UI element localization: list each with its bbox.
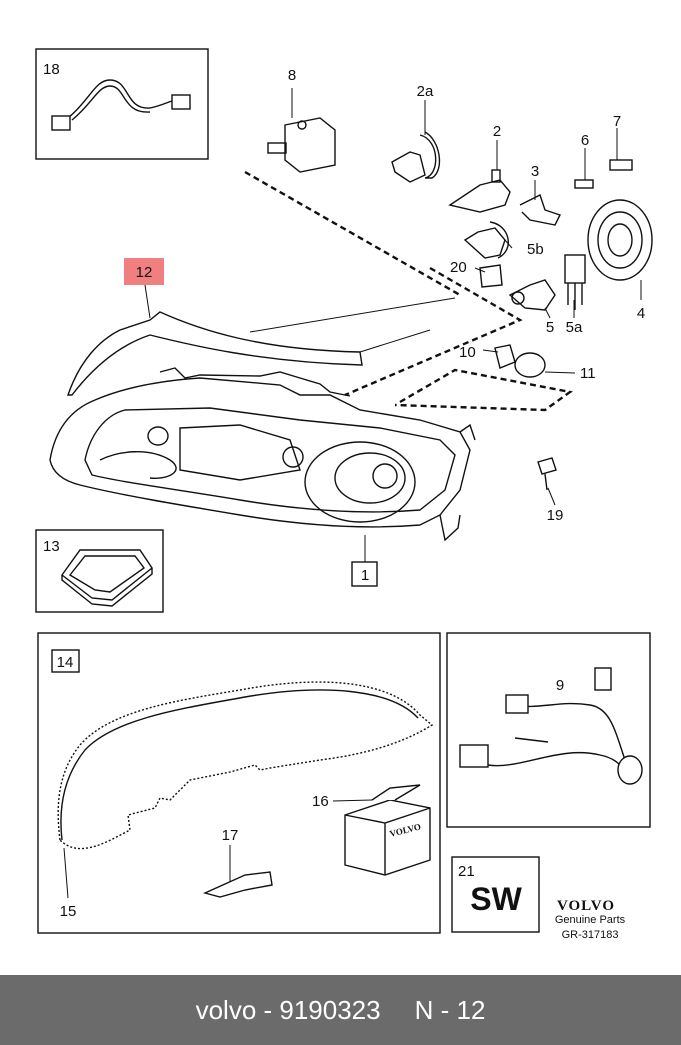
- brand-subtitle: Genuine Parts: [555, 914, 626, 926]
- footer-bar: volvo - 9190323 N - 12: [0, 975, 681, 1045]
- bulb-5-icon: [508, 279, 556, 311]
- callout-10: 10: [459, 344, 476, 361]
- cover-4-icon: [587, 199, 653, 281]
- dashed-guides: [244, 170, 573, 412]
- bulb-8-icon: [267, 117, 336, 173]
- box-18: [35, 48, 209, 160]
- footer-reference: N - 12: [414, 994, 486, 1025]
- callout-18: 18: [43, 61, 60, 78]
- callout-6: 6: [581, 132, 589, 149]
- callout-15: 15: [60, 903, 77, 920]
- callout-1-box: [351, 561, 378, 587]
- reference-code: GR-317183: [562, 929, 619, 941]
- bulb-10-icon: [494, 344, 546, 378]
- callout-5: 5: [546, 319, 554, 336]
- holder-20-icon: [479, 264, 503, 288]
- callout-14: 14: [57, 654, 74, 671]
- footer-part-number: volvo - 9190323: [195, 994, 381, 1025]
- bulb-5b-icon: [463, 221, 509, 259]
- callout-2a: 2a: [417, 83, 434, 100]
- callout-21: 21: [458, 863, 475, 880]
- callout-19: 19: [547, 507, 564, 524]
- callout-11: 11: [580, 365, 596, 382]
- harness-18-icon: [51, 79, 191, 131]
- clip-17-icon: [202, 871, 273, 898]
- callout-12-highlight: [124, 258, 164, 285]
- box-9: [446, 632, 651, 828]
- bulb-6-icon: [574, 179, 594, 189]
- callout-3: 3: [531, 163, 539, 180]
- film-14-icon: [57, 681, 434, 850]
- callout-16: 16: [312, 793, 329, 810]
- callout-5b: 5b: [527, 241, 544, 258]
- callout-9: 9: [556, 677, 564, 694]
- leader-lines: [144, 88, 642, 565]
- box-16-icon: [344, 784, 431, 876]
- callout-7: 7: [613, 113, 621, 130]
- callout-17: 17: [222, 827, 239, 844]
- callout-1: 1: [361, 567, 369, 584]
- callout-13: 13: [43, 538, 60, 555]
- sw-label: SW: [470, 881, 522, 917]
- callout-20: 20: [450, 259, 467, 276]
- harness-9-icon: [459, 667, 643, 785]
- cap-13-icon: [61, 549, 153, 607]
- headlamp-assembly: [49, 311, 476, 542]
- screw-19-icon: [537, 457, 557, 491]
- box-14: [37, 632, 441, 934]
- clip-3-icon: [519, 194, 561, 226]
- box-21: [451, 856, 540, 933]
- box-13: [35, 529, 164, 613]
- callout-8: 8: [288, 67, 296, 84]
- callout-4: 4: [637, 305, 645, 322]
- bulb-7-icon: [609, 159, 633, 171]
- callout-5a: 5a: [566, 319, 583, 336]
- callout-12: 12: [136, 264, 153, 281]
- bulb-2-icon: [448, 169, 511, 213]
- parts-diagram: 12 1 14 18 8 2a 2 7 6 3 5b 20 5 5a 4 10 …: [35, 48, 653, 941]
- bulb-2a-icon: [391, 131, 441, 183]
- volvo-logo: VOLVO: [557, 898, 615, 914]
- connector-5a-icon: [564, 254, 586, 310]
- callout-2: 2: [493, 123, 501, 140]
- callout-14-box: [51, 649, 80, 673]
